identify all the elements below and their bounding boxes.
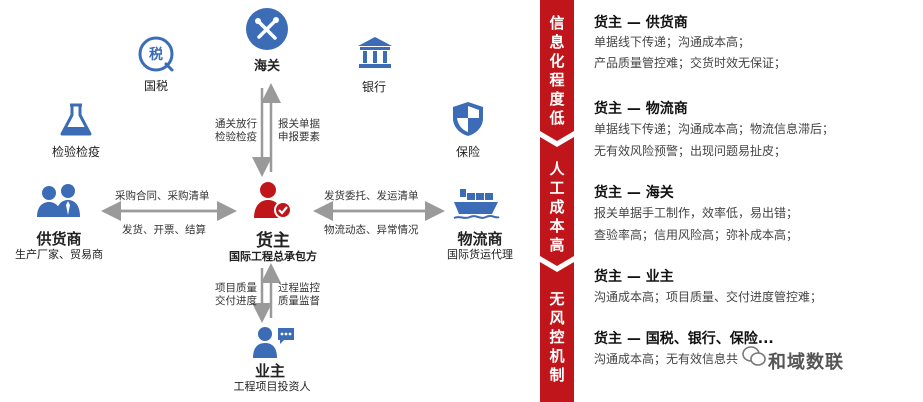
issue-line: 报关单据手工制作，效率低，易出错； [594,206,799,220]
customs-label: 海关 [253,59,280,74]
flow-owner-left: 项目质量 交付进度 [205,282,257,308]
people-icon [36,183,82,221]
supplier-sub: 生产厂家、贸易商 [15,248,103,261]
flow-text: 报关单据 [278,118,320,130]
banner-text: 信息化程度低 [549,14,565,127]
cargo-owner-sub: 国际工程总承包方 [229,250,317,263]
inspection-label: 检验检疫 [51,145,100,159]
owner-label: 业主 [254,362,285,380]
flow-supplier-top: 采购合同、采购清单 [115,190,210,202]
issue-line: 产品质量管控难；交货时效无保证； [594,56,787,70]
banner-text: 无风控机制 [549,290,565,384]
issue-line: 无有效风险预警；出现问题易扯皮； [594,144,787,158]
flow-text: 交付进度 [215,295,257,307]
issue-title: 货主 — 海关 [594,185,674,201]
cargo-owner-label: 货主 [256,231,290,251]
issue-line: 查验率高；信用风险高；弥补成本高； [594,228,799,242]
issue-title: 货主 — 物流商 [594,101,688,117]
ship-icon [452,181,500,221]
issue-title: 货主 — 业主 [594,269,674,285]
owner-sub: 工程项目投资人 [233,380,311,393]
customs-icon [245,7,289,51]
tax-label: 国税 [143,79,168,93]
flow-text: 通关放行 [215,118,257,130]
tax-icon: 税 [136,34,176,74]
flow-owner-right: 过程监控 质量监督 [278,282,338,308]
issue-banner: 信息化程度低 人工成本高 无风控机制 [540,0,574,402]
banner-section-2: 人工成本高 [540,160,574,255]
issue-line: 单据线下传递；沟通成本高；物流信息滞后； [594,122,835,136]
flow-arrows [101,83,445,323]
flow-text: 项目质量 [215,282,257,294]
logistics-label: 物流商 [457,230,503,248]
watermark: 和域数联 [768,352,844,373]
issue-title: 货主 — 国税、银行、保险... [594,331,774,347]
flow-logistics-bottom: 物流动态、异常情况 [324,224,419,236]
banner-section-1: 信息化程度低 [540,14,574,128]
logistics-sub: 国际货运代理 [447,248,513,261]
banner-text: 人工成本高 [549,160,565,254]
supplier-label: 供货商 [36,230,82,248]
flow-text: 申报要素 [278,131,320,143]
person-chat-icon [252,326,296,358]
issue-line: 沟通成本高；无有效信息共 [594,352,739,366]
issue-line: 沟通成本高；项目质量、交付进度管控难； [594,290,823,304]
insurance-label: 保险 [455,145,480,159]
person-check-icon [253,181,293,221]
flow-supplier-bottom: 发货、开票、结算 [122,224,206,236]
flow-text: 检验检疫 [215,131,257,143]
flow-customs-down: 通关放行 检验检疫 [209,118,257,144]
bank-label: 银行 [361,80,386,94]
banner-section-3: 无风控机制 [540,290,574,385]
flow-customs-up: 报关单据 申报要素 [278,118,338,144]
wechat-icon [742,345,766,371]
flow-logistics-top: 发货委托、发运清单 [324,190,419,202]
bank-icon [356,35,394,71]
flow-text: 质量监督 [278,295,320,307]
issue-line: 单据线下传递；沟通成本高； [594,35,751,49]
svg-text:税: 税 [149,46,163,63]
flow-text: 过程监控 [278,282,320,294]
issue-title: 货主 — 供货商 [594,15,688,31]
shield-icon [451,100,485,138]
flask-icon [58,102,94,138]
